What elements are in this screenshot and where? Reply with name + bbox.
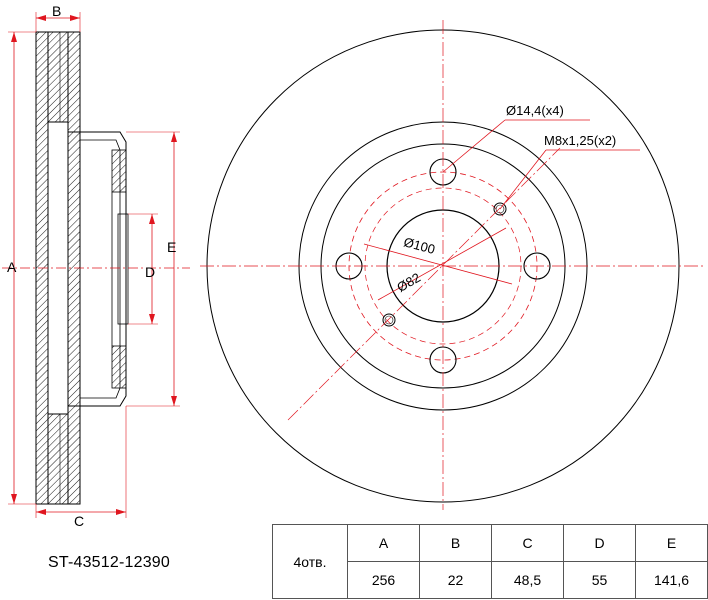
dim-label-e: E [167,239,177,255]
header-e: E [635,524,708,562]
callout-bolt-holes: Ø14,4(x4) [506,103,564,118]
value-d: 55 [563,561,636,599]
front-view [200,20,704,510]
hat-section [67,131,127,407]
vent-vanes-top [47,31,69,123]
header-b: B [419,524,492,562]
part-number: ST-43512-12390 [48,554,171,571]
dim-label-d: D [145,264,156,280]
spec-table: 4отв. A B C D E 256 22 48,5 55 141,6 [272,524,708,599]
dim-label-a: A [7,259,17,275]
vent-vanes-bottom [47,413,69,505]
value-b: 22 [419,561,492,599]
holes-label: 4отв. [272,524,348,599]
header-c: C [491,524,564,562]
callout-threaded-holes: M8x1,25(x2) [544,133,617,148]
value-a: 256 [347,561,420,599]
threaded-hole-lower [382,313,396,327]
bolt-hole-right [523,252,551,280]
dim-label-c: C [74,513,85,529]
dim-label-b: B [52,3,62,19]
threaded-hole-upper [493,202,507,216]
spec-table-value-row: 256 22 48,5 55 141,6 [273,561,708,599]
spec-table-header-row: 4отв. A B C D E [272,524,708,599]
front-centerline-diag [287,147,561,421]
value-e: 141,6 [635,561,708,599]
value-c: 48,5 [491,561,564,599]
header-d: D [563,524,636,562]
header-a: A [347,524,420,562]
side-section-view [2,12,190,518]
